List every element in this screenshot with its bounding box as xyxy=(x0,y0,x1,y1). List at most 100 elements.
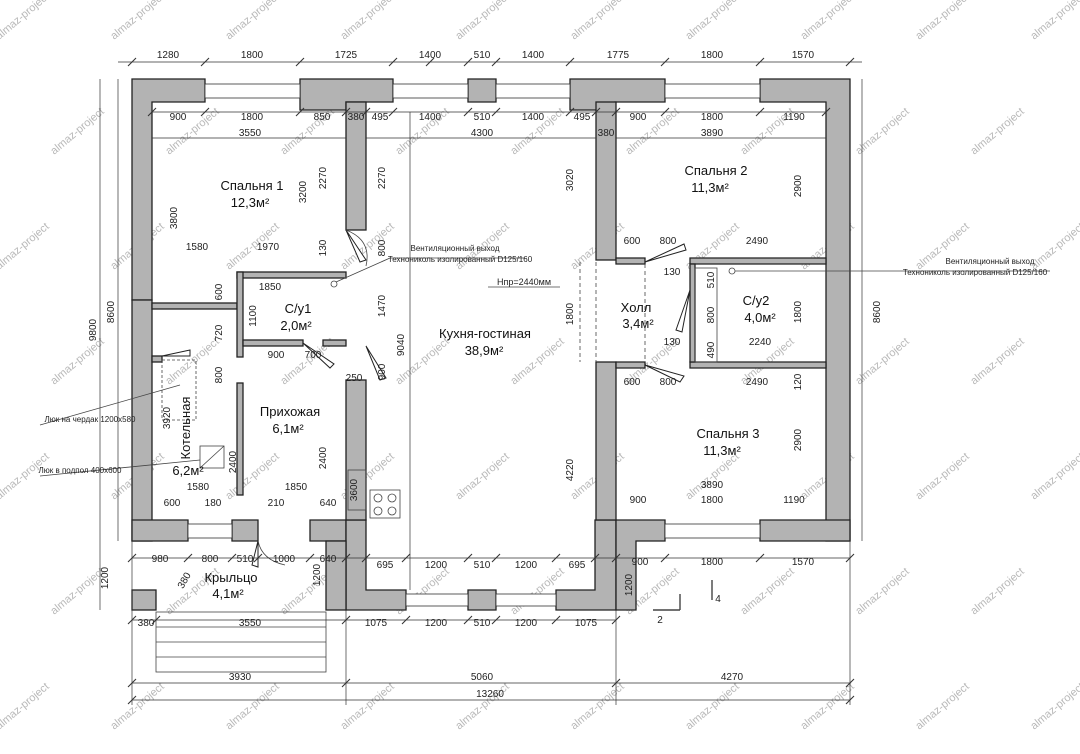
dim-bottom-inner-4: 1200 xyxy=(425,618,448,629)
boiler-unit xyxy=(199,445,225,469)
dim-tick-18 xyxy=(491,107,501,117)
window-kitchen-bottom-2 xyxy=(495,593,557,607)
dim-tick-42 xyxy=(151,615,161,625)
dim-top-inner-9: 495 xyxy=(574,112,591,123)
watermark-text-30: almaz-project xyxy=(48,336,106,388)
watermark-text-3: almaz-project xyxy=(338,0,396,42)
dim-top-outer-1: 1280 xyxy=(157,50,180,61)
dim-720: 720 xyxy=(214,324,225,341)
watermark-text-48: almaz-project xyxy=(913,451,971,503)
dim-lower-6: 695 xyxy=(377,560,394,571)
note-hatch-attic: Люк на чердак 1200х580 xyxy=(45,415,136,424)
dim-800v: 800 xyxy=(214,366,225,383)
room-labels: Спальня 1 12,3м² Спальня 2 11,3м² Спальн… xyxy=(172,163,776,601)
watermark-text-40: almaz-project xyxy=(0,451,52,503)
dim-tick-36 xyxy=(590,553,600,563)
watermark-text-65: almaz-project xyxy=(568,681,626,733)
wall-bed1-bottom-b xyxy=(236,271,347,279)
dim-lower-12: 1800 xyxy=(701,557,724,568)
watermark-text-34: almaz-project xyxy=(508,336,566,388)
dim-tick-27 xyxy=(227,553,237,563)
dimension-texts: 1280 1800 1725 1400 510 1400 1775 1800 1… xyxy=(88,50,883,700)
dim-tick-3 xyxy=(388,57,398,67)
wall-bed2-wc2 xyxy=(689,257,827,265)
dimension-lines xyxy=(99,61,863,705)
room-boiler-area: 6,2м² xyxy=(172,463,204,478)
room-kitchen-area: 38,9м² xyxy=(465,343,504,358)
dim-tick-35 xyxy=(551,553,561,563)
dim-tick-28 xyxy=(253,553,263,563)
note-ceiling: Нпр=2440мм xyxy=(497,277,551,287)
dim-2900a: 2900 xyxy=(793,174,804,197)
dim-tick-46 xyxy=(491,615,501,625)
dim-top-inner-5: 495 xyxy=(372,112,389,123)
dim-8600b: 8600 xyxy=(872,300,883,323)
window-kitchen-top-1 xyxy=(392,83,469,99)
dim-top-inner-10: 380 xyxy=(598,128,615,139)
dim-top-inner-2: 1800 xyxy=(241,112,264,123)
dim-900b: 900 xyxy=(630,495,647,506)
dim-lower-9: 1200 xyxy=(515,560,538,571)
dim-2240: 2240 xyxy=(749,337,772,348)
dim-tick-43 xyxy=(341,615,351,625)
dim-4300: 4300 xyxy=(471,128,494,139)
outer-wall-top-mid-right xyxy=(569,78,666,111)
dim-1580b: 1580 xyxy=(187,482,210,493)
hall-niche xyxy=(694,267,718,363)
dim-top-inner-11: 900 xyxy=(630,112,647,123)
watermark-text-20: almaz-project xyxy=(0,221,52,273)
watermark-text-63: almaz-project xyxy=(338,681,396,733)
dim-top-inner-7: 510 xyxy=(474,112,491,123)
dim-tick-50 xyxy=(341,678,351,688)
dim-total: 13260 xyxy=(476,689,504,700)
dim-lower-2: 800 xyxy=(202,554,219,565)
dim-tick-51 xyxy=(611,678,621,688)
dim-top-inner-12: 1800 xyxy=(701,112,724,123)
inner-wall-right-kitchen-top xyxy=(595,101,617,261)
dim-900a: 900 xyxy=(268,350,285,361)
room-entry-name: Прихожая xyxy=(260,404,320,419)
dim-tick-15 xyxy=(361,107,371,117)
room-bed3-area: 11,3м² xyxy=(703,443,741,458)
dim-800a: 800 xyxy=(377,239,388,256)
watermark-text-2: almaz-project xyxy=(223,0,281,42)
room-boiler-name: Котельная xyxy=(178,397,193,460)
dim-tick-2 xyxy=(295,57,305,67)
dim-250: 250 xyxy=(346,373,363,384)
dim-tick-54 xyxy=(845,695,855,705)
watermark-text-0: almaz-project xyxy=(0,0,52,42)
dim-lower-10: 695 xyxy=(569,560,586,571)
dim-2900b: 2900 xyxy=(793,428,804,451)
wall-wc2-left xyxy=(689,263,696,363)
note-vent-left-2: Технониколь изолированный D125/160 xyxy=(388,255,533,264)
dim-tick-6 xyxy=(491,57,501,67)
leader-hatch-attic xyxy=(39,384,181,426)
watermark-text-7: almaz-project xyxy=(798,0,856,42)
watermark-text-5: almaz-project xyxy=(568,0,626,42)
note-vent-left-1: Вентиляционный выход xyxy=(411,244,500,253)
dim-tick-26 xyxy=(183,553,193,563)
dim-top-inner-13: 1190 xyxy=(783,112,805,123)
room-bed2-name: Спальня 2 xyxy=(684,163,747,178)
dim-3920: 3920 xyxy=(162,406,173,429)
watermark-text-38: almaz-project xyxy=(968,336,1026,388)
dim-600a: 600 xyxy=(624,236,641,247)
dim-tick-16 xyxy=(388,107,398,117)
dim-tick-17 xyxy=(463,107,473,117)
outer-wall-bottom-left xyxy=(131,519,189,542)
watermark-text-31: almaz-project xyxy=(163,336,221,388)
dim-600c: 600 xyxy=(624,377,641,388)
door-entry xyxy=(251,540,259,568)
dim-4220: 4220 xyxy=(565,458,576,481)
dim-1800b: 1800 xyxy=(793,300,804,323)
dim-3200: 3200 xyxy=(298,180,309,203)
room-bed2-area: 11,3м² xyxy=(691,180,729,195)
dim-top-outer-5: 510 xyxy=(474,50,491,61)
dim-tick-25 xyxy=(127,553,137,563)
dim-tick-14 xyxy=(341,107,351,117)
dim-tick-47 xyxy=(551,615,561,625)
dim-tick-8 xyxy=(660,57,670,67)
door-kitchen xyxy=(365,345,387,381)
dim-3800: 3800 xyxy=(169,206,180,229)
